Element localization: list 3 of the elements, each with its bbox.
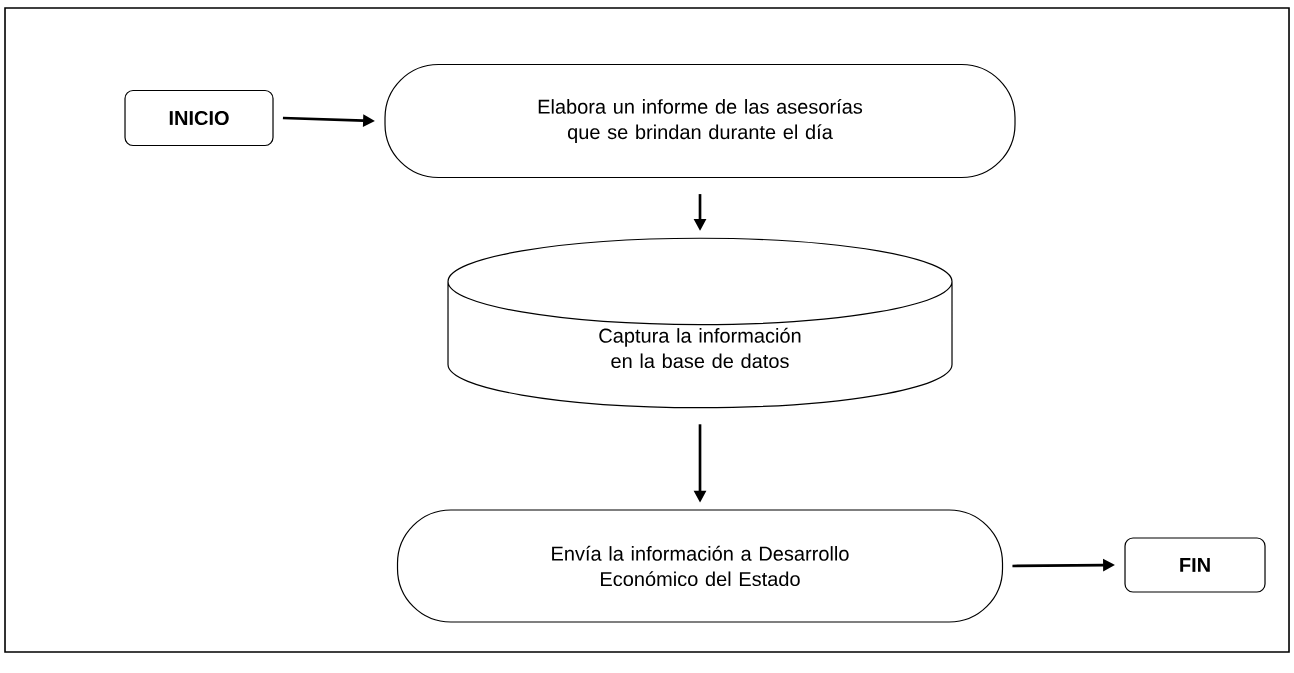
terminal-box: INICIO xyxy=(124,89,274,147)
database-cylinder: Captura la información en la base de datos xyxy=(447,237,953,409)
terminal-box: FIN xyxy=(1124,537,1266,593)
